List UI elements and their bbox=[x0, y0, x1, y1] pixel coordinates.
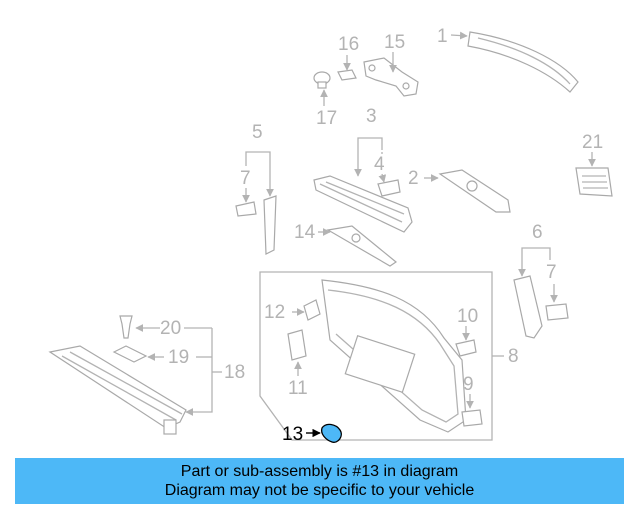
label-17: 17 bbox=[316, 108, 337, 129]
label-14: 14 bbox=[294, 222, 316, 243]
part-14-trim bbox=[326, 225, 398, 267]
label-3: 3 bbox=[366, 106, 377, 127]
label-6: 6 bbox=[532, 222, 543, 243]
label-21: 21 bbox=[582, 132, 603, 153]
info-banner: Part or sub-assembly is #13 in diagram D… bbox=[15, 458, 624, 504]
part-17-grommet bbox=[313, 71, 331, 89]
part-15-bracket bbox=[363, 57, 419, 97]
label-5: 5 bbox=[252, 122, 263, 143]
part-8-liftgate-panel bbox=[321, 279, 467, 433]
label-2: 2 bbox=[408, 168, 419, 189]
part-16-clip bbox=[337, 69, 357, 81]
part-7-clip-right bbox=[545, 303, 569, 321]
assembly-box bbox=[259, 271, 493, 441]
label-9: 9 bbox=[463, 374, 474, 395]
label-4: 4 bbox=[374, 154, 385, 175]
part-10-clip bbox=[455, 339, 477, 357]
label-12: 12 bbox=[264, 302, 285, 323]
parts-diagram: 1 15 16 17 3 4 2 bbox=[48, 26, 613, 445]
banner-line-1: Part or sub-assembly is #13 in diagram bbox=[180, 463, 459, 480]
label-15: 15 bbox=[384, 32, 405, 53]
label-10: 10 bbox=[457, 306, 478, 327]
label-16: 16 bbox=[338, 34, 359, 55]
label-13: 13 bbox=[282, 424, 303, 445]
part-12-clip bbox=[303, 299, 321, 321]
label-7b: 7 bbox=[546, 262, 557, 283]
part-7-clip-left bbox=[235, 201, 257, 217]
part-21-vent bbox=[575, 167, 613, 197]
label-19: 19 bbox=[168, 347, 189, 368]
part-2-trim-panel bbox=[438, 169, 511, 213]
part-20-screw bbox=[119, 315, 133, 339]
part-18-cargo-cover bbox=[48, 345, 187, 435]
part-3-sill-trim bbox=[313, 175, 413, 233]
label-11: 11 bbox=[288, 378, 308, 399]
label-20: 20 bbox=[160, 318, 181, 339]
part-6-pillar-trim bbox=[513, 275, 543, 339]
part-19-handle bbox=[112, 345, 148, 363]
part-1-upper-trim bbox=[467, 31, 579, 93]
part-11-pad bbox=[287, 329, 307, 361]
part-5-pillar-trim bbox=[263, 195, 277, 255]
part-13-highlighted-plug bbox=[320, 423, 342, 443]
label-18: 18 bbox=[224, 362, 245, 383]
part-4-clip bbox=[377, 179, 401, 197]
label-7a: 7 bbox=[240, 168, 251, 189]
label-8: 8 bbox=[508, 346, 519, 367]
part-9-clip bbox=[461, 409, 483, 427]
banner-line-2: Diagram may not be specific to your vehi… bbox=[164, 482, 475, 499]
label-1: 1 bbox=[437, 26, 448, 47]
